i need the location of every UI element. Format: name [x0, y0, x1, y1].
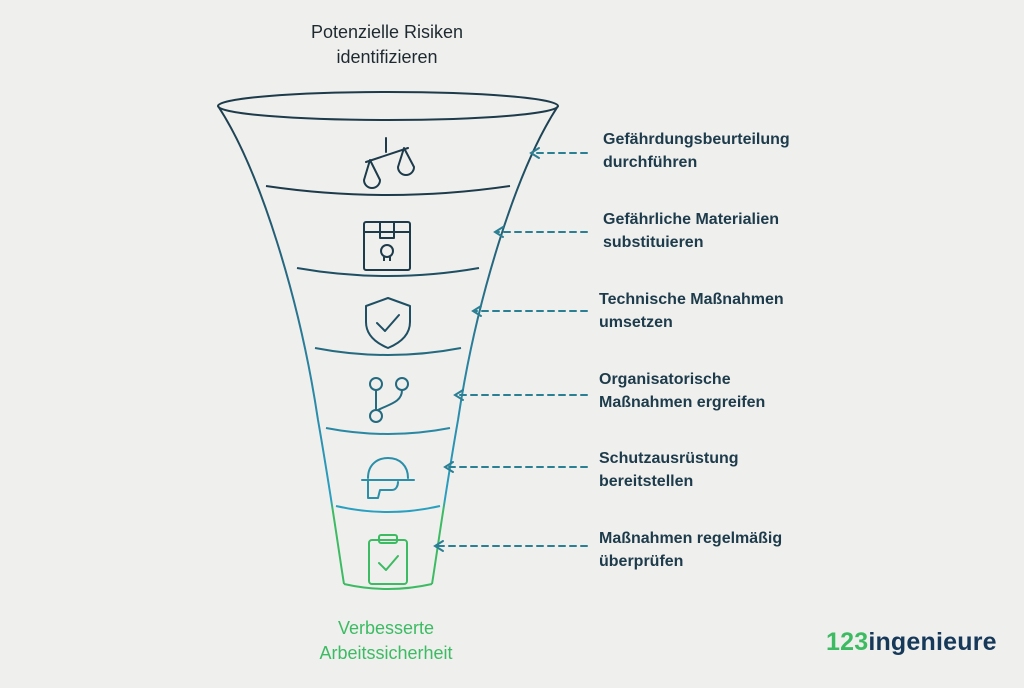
logo-word: ingenieure	[868, 628, 997, 656]
band-line-1	[265, 185, 511, 196]
step-arrows	[433, 147, 588, 552]
step-label-2: Gefährliche Materialien substituieren	[603, 211, 780, 251]
scales-icon	[363, 137, 415, 189]
band-line-5	[335, 505, 441, 513]
clipboard-check-icon	[368, 534, 408, 585]
funnel-top-title: Potenzielle Risiken identifizieren	[310, 22, 464, 67]
funnel-bands	[265, 185, 511, 513]
arrow-1	[529, 147, 588, 159]
arrow-4	[453, 389, 588, 401]
shield-check-icon	[365, 297, 411, 349]
arrow-3	[471, 305, 588, 317]
helmet-icon	[361, 457, 415, 499]
brand-logo: 123ingenieure	[826, 628, 997, 657]
funnel-bottom-title: Verbesserte Arbeitssicherheit	[319, 618, 453, 663]
funnel-rim	[217, 91, 559, 121]
branch-icon	[369, 377, 409, 423]
step-label-3: Technische Maßnahmen umsetzen	[599, 291, 784, 331]
funnel-bottom	[343, 583, 433, 590]
step-label-1: Gefährdungsbeurteilung durchführen	[603, 131, 790, 171]
band-line-2	[296, 267, 480, 277]
arrow-5	[443, 461, 588, 473]
arrow-2	[493, 226, 588, 238]
funnel-outline	[217, 91, 559, 590]
arrow-6	[433, 540, 588, 552]
funnel-right-wall	[431, 105, 559, 585]
step-label-5: Schutzausrüstung bereitstellen	[599, 450, 739, 490]
band-line-3	[314, 347, 462, 356]
funnel-left-wall	[217, 105, 345, 585]
band-line-4	[325, 427, 451, 435]
hazard-box-icon	[363, 221, 411, 271]
step-label-4: Organisatorische Maßnahmen ergreifen	[599, 371, 766, 411]
logo-number: 123	[826, 628, 869, 656]
step-label-6: Maßnahmen regelmäßig überprüfen	[599, 530, 783, 570]
